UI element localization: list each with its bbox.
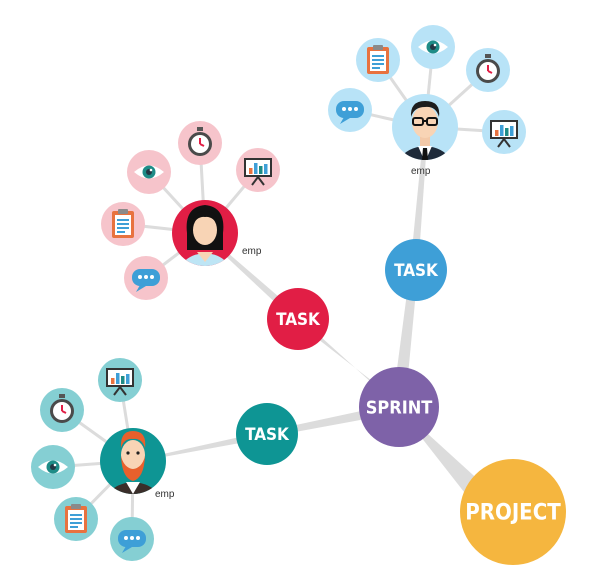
emp-label: emp	[155, 489, 175, 500]
emp-label: emp	[242, 246, 262, 257]
node-project[interactable]: PROJECT	[460, 459, 566, 565]
clipboard-icon	[112, 209, 134, 238]
connector-sprint-task-red	[296, 318, 404, 412]
node-task-red[interactable]: TASK	[267, 288, 329, 350]
connector-task-blue-emp	[410, 128, 428, 270]
woman-avatar	[172, 200, 238, 266]
emp-label: emp	[411, 166, 431, 177]
man-glasses-avatar	[392, 94, 458, 160]
node-task-blue[interactable]: TASK	[385, 239, 447, 301]
connector-task-teal-emp	[136, 431, 267, 462]
bearded-man-avatar	[100, 428, 166, 494]
node-task-teal-label: TASK	[245, 425, 290, 445]
node-task-teal[interactable]: TASK	[236, 403, 298, 465]
node-sprint[interactable]: SPRINT	[359, 367, 439, 447]
emp-cluster-top-right: emp	[328, 25, 526, 177]
node-sprint-label: SPRINT	[366, 398, 433, 419]
node-project-label: PROJECT	[465, 501, 561, 526]
emp-cluster-top-left: emp	[101, 121, 280, 300]
emp-cluster-bottom-left: emp	[31, 358, 175, 561]
clipboard-icon	[367, 45, 389, 74]
node-task-red-label: TASK	[276, 310, 321, 330]
node-task-blue-label: TASK	[394, 261, 439, 281]
clipboard-icon	[65, 504, 87, 533]
